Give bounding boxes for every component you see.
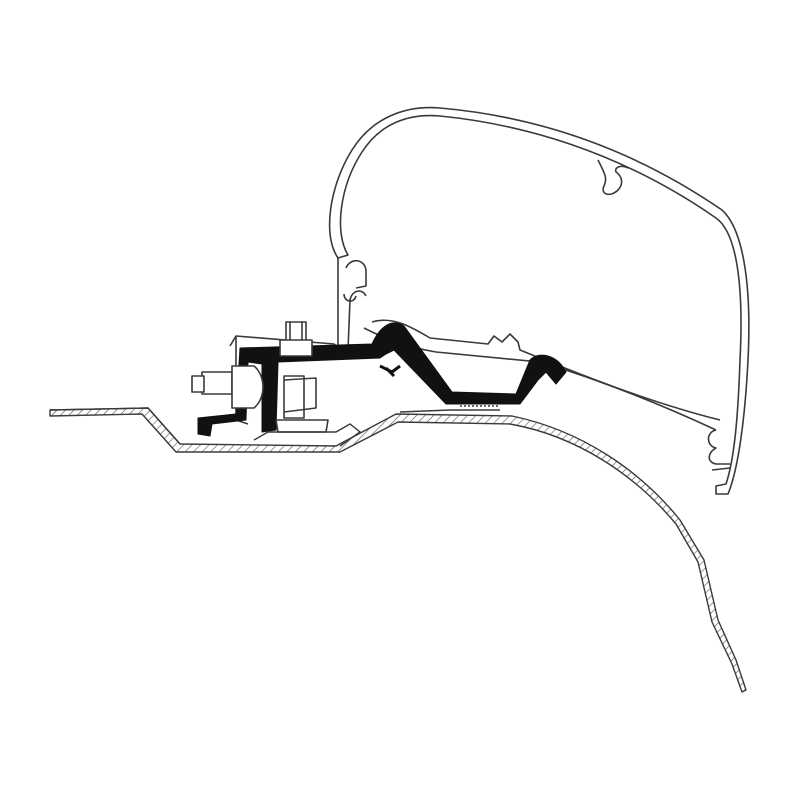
awning-case <box>328 106 750 495</box>
roof-panel <box>49 407 747 693</box>
mounting-bolt <box>191 321 329 433</box>
base-plate <box>253 405 500 447</box>
